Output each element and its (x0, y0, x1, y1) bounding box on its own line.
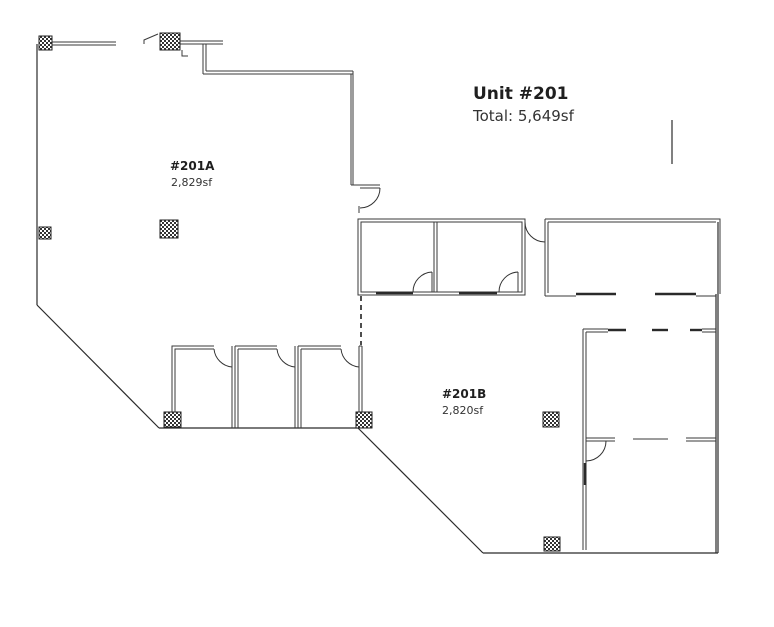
column-icon (38, 35, 53, 51)
suite-201b-walls (357, 218, 721, 554)
suite-201a-label: #201A (170, 159, 215, 173)
column-icon (542, 411, 560, 428)
offices-201a-lower (171, 345, 363, 428)
column-icon (355, 411, 373, 429)
column-icon (159, 32, 181, 51)
column-icon (38, 226, 52, 240)
suite-201a-walls (36, 33, 381, 429)
unit-title: Unit #201 (473, 84, 569, 104)
columns (38, 32, 561, 552)
column-icon (163, 411, 182, 428)
suite-201a-area: 2,829sf (171, 176, 213, 189)
column-icon (159, 219, 179, 239)
suite-201b-label: #201B (442, 387, 487, 401)
suite-201b-area: 2,820sf (442, 404, 484, 417)
offices-middle-upper (357, 218, 546, 296)
unit-total-area: Total: 5,649sf (473, 107, 574, 125)
column-icon (543, 536, 561, 552)
